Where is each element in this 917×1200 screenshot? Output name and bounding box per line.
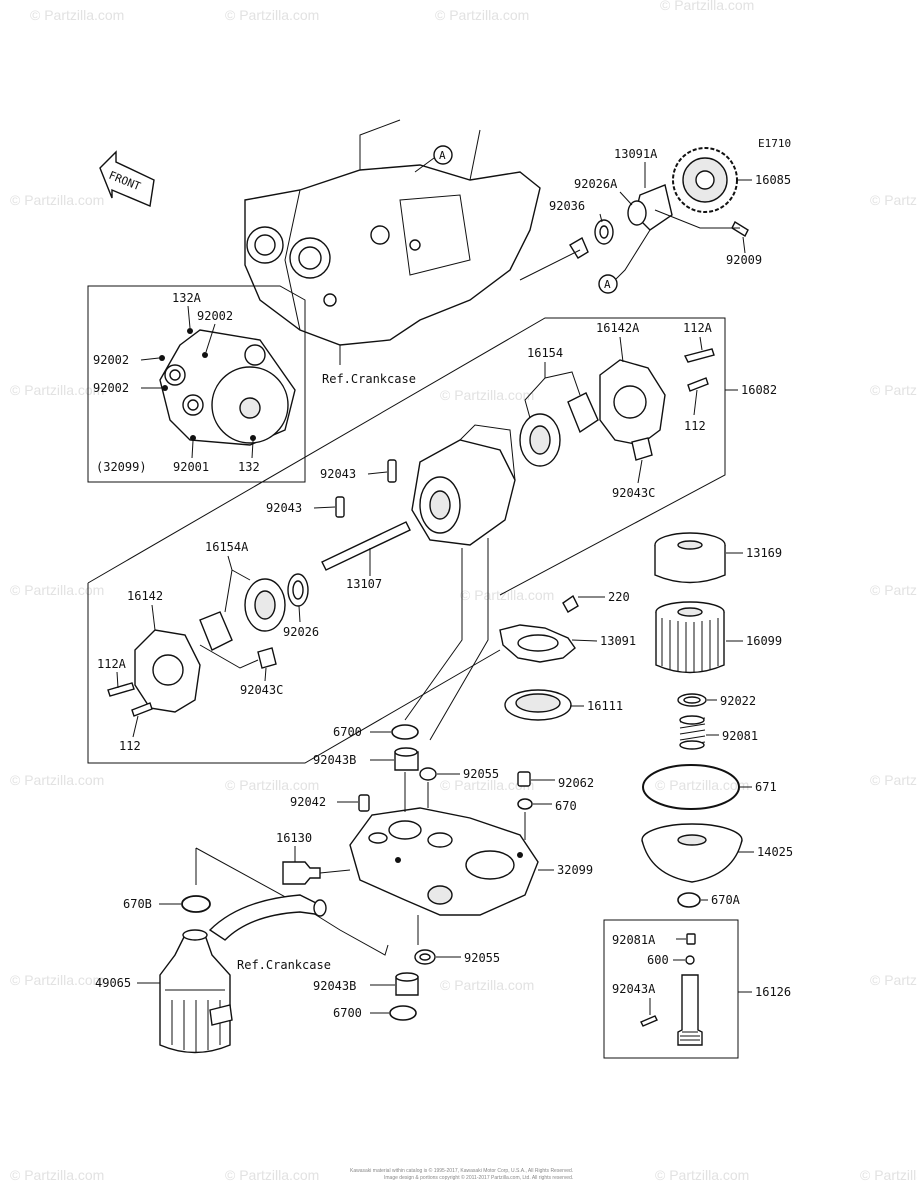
part-label: 13169	[746, 546, 782, 560]
part-label: 92043	[266, 501, 302, 515]
watermark: © Partzilla.com	[460, 587, 554, 603]
watermark: © Partzilla.com	[10, 382, 104, 398]
watermark: © Partzilla.com	[870, 192, 917, 208]
oil-strainer-group: 670B 49065 Ref.Crankcase	[95, 847, 389, 1054]
part-label: 6700	[333, 725, 362, 739]
part-label: 13091A	[614, 147, 658, 161]
part-label: 670B	[123, 897, 152, 911]
part-label: 92026	[283, 625, 319, 639]
part-label: 671	[755, 780, 777, 794]
watermark: © Partzilla.com	[870, 382, 917, 398]
watermark: © Partzilla.com	[440, 977, 534, 993]
part-label: 92081	[722, 729, 758, 743]
part-label: 92043A	[612, 982, 656, 996]
part-label: 6700	[333, 1006, 362, 1020]
part-label: 92055	[463, 767, 499, 781]
part-label: 92055	[464, 951, 500, 965]
part-label: 92043B	[313, 979, 356, 993]
part-label: 16154	[527, 346, 563, 360]
part-label: 670	[555, 799, 577, 813]
part-label: 13107	[346, 577, 382, 591]
part-label: (32099)	[96, 460, 147, 474]
pump-housing-group: 6700 92043B 92055 92062 670 92042 32099	[276, 724, 594, 1021]
part-label: 92062	[558, 776, 594, 790]
watermark: © Partzilla.com	[655, 777, 749, 793]
relief-cover-group: 220 13091 16111	[499, 590, 636, 721]
part-label: 14025	[757, 845, 793, 859]
watermark: © Partzilla.com	[225, 7, 319, 23]
part-label: 92009	[726, 253, 762, 267]
watermark: © Partzilla.com	[10, 1167, 104, 1183]
part-label: 132A	[172, 291, 202, 305]
part-label: 92002	[197, 309, 233, 323]
part-label: 600	[647, 953, 669, 967]
part-label: 92042	[290, 795, 326, 809]
part-label: 16111	[587, 699, 623, 713]
footer-copyright-2: Image design & portions copyright © 2011…	[384, 1174, 573, 1181]
watermark: © Partzilla.com	[225, 777, 319, 793]
part-label: 16082	[741, 383, 777, 397]
ref-crankcase-label: Ref.Crankcase	[322, 372, 416, 386]
part-label: 92043C	[612, 486, 655, 500]
part-label: 16099	[746, 634, 782, 648]
watermark: © Partzilla.com	[655, 1167, 749, 1183]
front-arrow-icon: FRONT	[99, 150, 155, 207]
oil-pump-gear-group: A 13091A 92026A 92036 16085 92009	[519, 147, 791, 294]
circle-ref-a: A	[439, 149, 446, 162]
part-label: 16142A	[596, 321, 640, 335]
watermark: © Partzilla.com	[10, 972, 104, 988]
oil-pump-assembly-box: 16082 16142A 112A 112 92043C 16154 92043…	[87, 317, 777, 764]
part-label: 16154A	[205, 540, 249, 554]
watermark: © Partzilla.com	[440, 777, 534, 793]
part-label: 92036	[549, 199, 585, 213]
oil-filter-group: 13169 16099 92022 92081 671 14025 670A	[641, 532, 793, 908]
part-label: 670A	[711, 893, 741, 907]
cover-inset-box: 132A 92002 92002 92002 (32099) 92001 132	[87, 285, 306, 483]
watermark: © Partzilla.com	[30, 7, 124, 23]
part-label: 16130	[276, 831, 312, 845]
watermark: © Partzilla.com	[10, 582, 104, 598]
part-label: 49065	[95, 976, 131, 990]
watermark: © Partzilla.com	[10, 192, 104, 208]
footer-copyright: Kawasaki material within catalog is © 19…	[350, 1167, 573, 1174]
part-label: 16126	[755, 985, 791, 999]
ref-crankcase-label: Ref.Crankcase	[237, 958, 331, 972]
part-label: 32099	[557, 863, 593, 877]
part-label: 112	[684, 419, 706, 433]
part-label: 92026A	[574, 177, 618, 191]
part-label: 92001	[173, 460, 209, 474]
relief-valve-inset: 16126 92081A 600 92043A	[603, 919, 791, 1059]
part-label: 92043C	[240, 683, 283, 697]
diagram-code: E1710	[758, 137, 791, 150]
part-label: 220	[608, 590, 630, 604]
part-label: 112A	[683, 321, 713, 335]
part-label: 112A	[97, 657, 127, 671]
part-label: 92043	[320, 467, 356, 481]
watermark: © Partzilla.com	[870, 582, 917, 598]
watermark: © Partzilla.com	[870, 972, 917, 988]
watermark-layer: © Partzilla.com © Partzilla.com © Partzi…	[10, 0, 917, 1183]
part-label: 16085	[755, 173, 791, 187]
crankcase-reference: A Ref.Crankcase	[244, 119, 541, 386]
part-label: 13091	[600, 634, 636, 648]
circle-ref-a: A	[604, 278, 611, 291]
watermark: © Partzilla.com	[440, 387, 534, 403]
part-label: 92002	[93, 381, 129, 395]
watermark: © Partzilla.com	[660, 0, 754, 13]
watermark: © Partzilla.com	[870, 772, 917, 788]
part-label: 132	[238, 460, 260, 474]
watermark: © Partzilla.com	[860, 1167, 917, 1183]
watermark: © Partzilla.com	[10, 772, 104, 788]
part-label: 92002	[93, 353, 129, 367]
watermark: © Partzilla.com	[225, 1167, 319, 1183]
part-label: 16142	[127, 589, 163, 603]
part-label: 92022	[720, 694, 756, 708]
watermark: © Partzilla.com	[435, 7, 529, 23]
part-label: 92081A	[612, 933, 656, 947]
part-label: 92043B	[313, 753, 356, 767]
part-label: 112	[119, 739, 141, 753]
